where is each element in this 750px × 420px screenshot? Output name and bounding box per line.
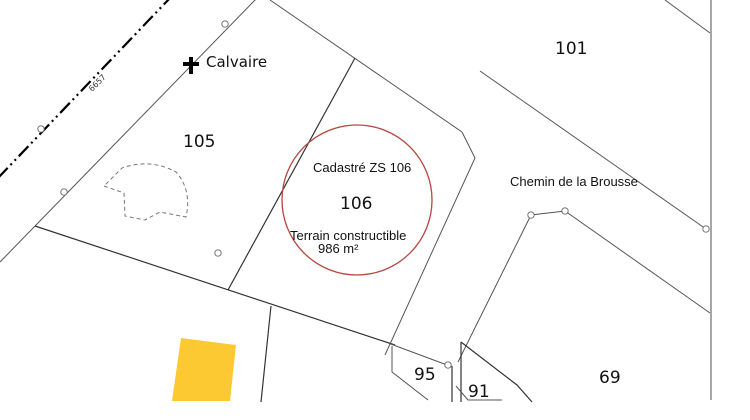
building <box>172 338 236 401</box>
boundary-code-label: 6657 <box>87 73 108 94</box>
landmark-calvaire: Calvaire <box>183 53 267 74</box>
parcel-101-label: 101 <box>555 39 587 59</box>
dotted-structure-outline <box>103 163 189 221</box>
landmark-label: Calvaire <box>206 53 267 71</box>
parcel-91-label: 91 <box>468 382 490 402</box>
parcel-105-label: 105 <box>183 132 215 152</box>
cross-icon <box>183 57 199 74</box>
commune-boundary: 6657 <box>0 0 170 178</box>
parcel-boundaries <box>0 0 712 403</box>
survey-markers <box>60 20 710 369</box>
parcel-69-label: 69 <box>599 368 621 388</box>
cadastre-ref-label: Cadastré ZS 106 <box>313 160 411 175</box>
parcel-106-label: 106 <box>340 194 372 214</box>
parcel-106-highlight[interactable]: Cadastré ZS 106 106 Terrain constructibl… <box>281 124 433 276</box>
plot-area-label: 986 m² <box>318 241 359 256</box>
plot-description-label: Terrain constructible <box>290 228 406 243</box>
road-label: Chemin de la Brousse <box>510 174 638 189</box>
parcel-95-label: 95 <box>414 365 436 385</box>
